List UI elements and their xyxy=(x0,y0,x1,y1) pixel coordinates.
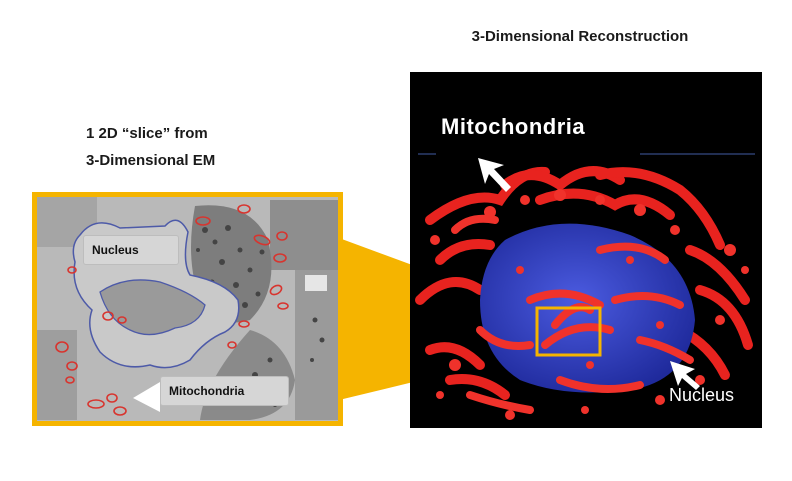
reconstruction-image xyxy=(410,72,762,428)
slice-caption-line1: 1 2D “slice” from xyxy=(86,125,208,142)
recon-highlight-box xyxy=(535,306,602,357)
recon-nucleus-arrow-icon xyxy=(670,361,700,390)
em-mito-pointer-icon xyxy=(133,382,160,412)
recon-label-nucleus: Nucleus xyxy=(669,385,735,405)
recon-mito-arrow-icon xyxy=(478,158,511,192)
em-label-mitochondria: Mitochondria xyxy=(161,377,288,405)
reconstruction-title: 3-Dimensional Reconstruction xyxy=(471,28,689,45)
slice-caption: 1 2D “slice” from 3-Dimensional EM xyxy=(86,120,215,174)
em-label-nucleus: Nucleus xyxy=(84,236,178,264)
recon-label-mitochondria: Mitochondria xyxy=(441,114,586,139)
slice-caption-line2: 3-Dimensional EM xyxy=(86,152,216,169)
